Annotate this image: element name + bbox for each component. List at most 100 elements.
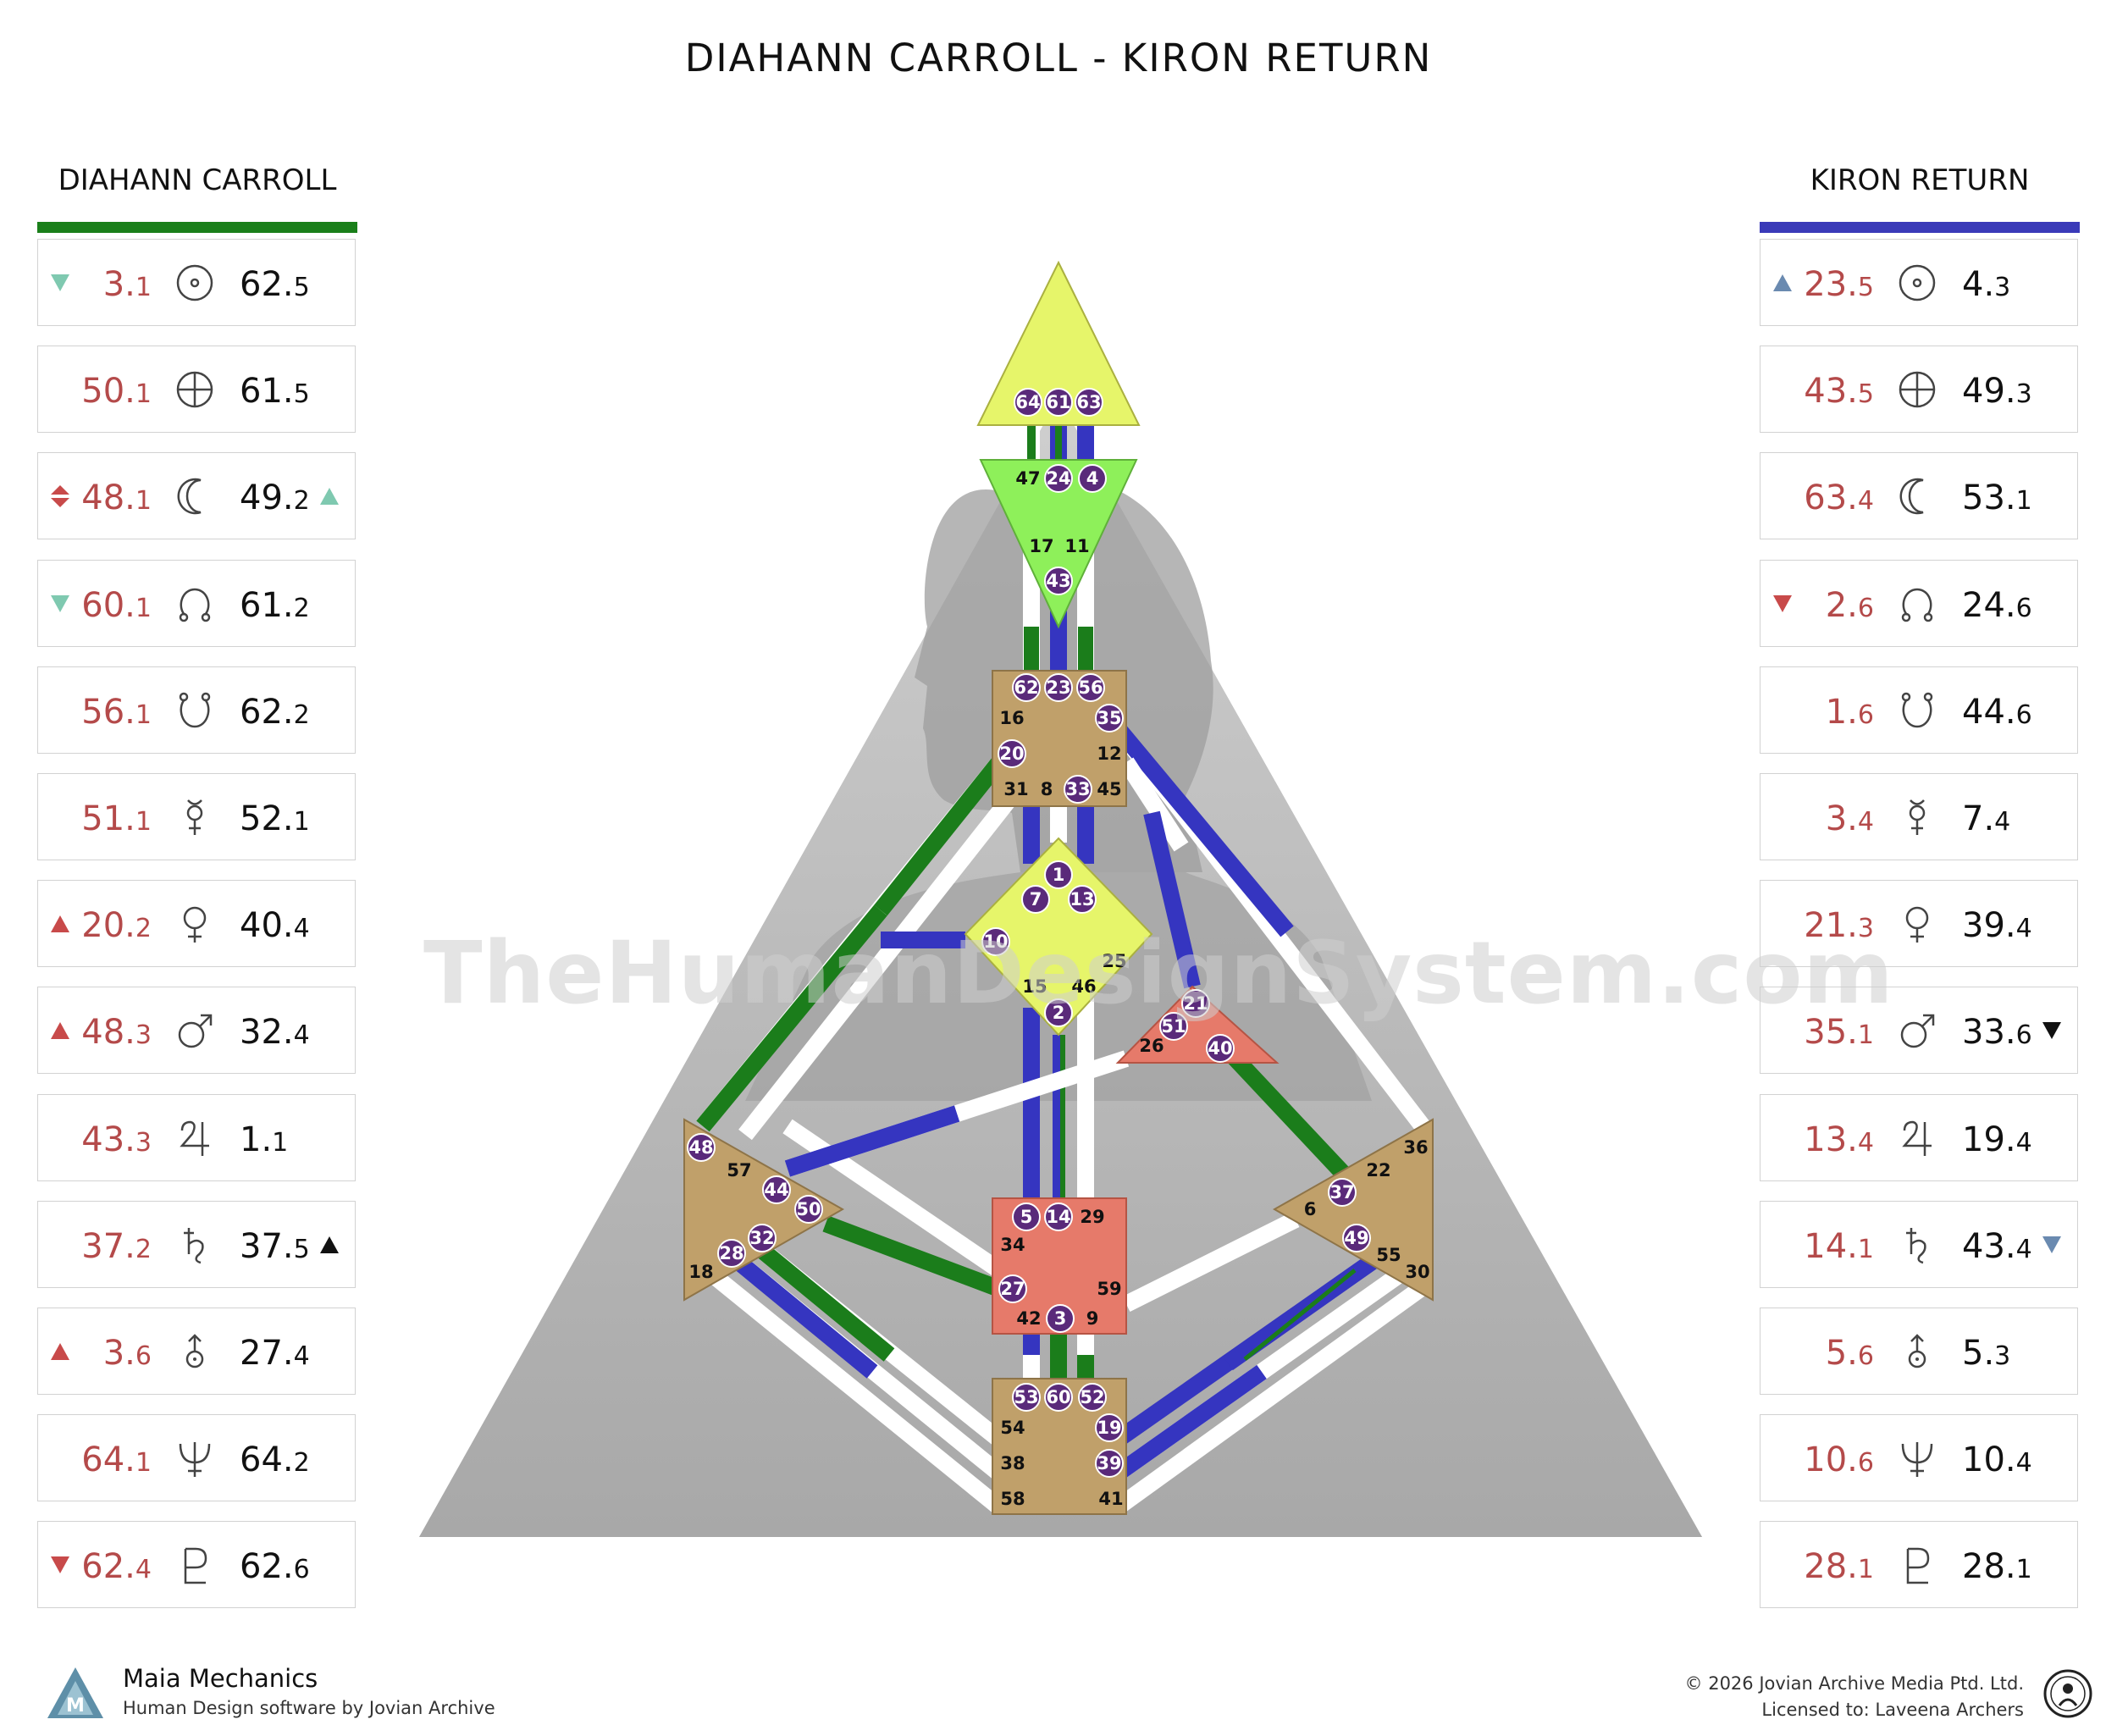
- venus-icon: [183, 906, 207, 943]
- design-activation: 56.1: [81, 693, 152, 732]
- personality-activation: 39.4: [1962, 906, 2032, 945]
- gate-61-label: 61: [1046, 392, 1070, 412]
- footer-brand: Maia Mechanics: [123, 1664, 318, 1693]
- gate-8-label: 8: [1041, 779, 1053, 799]
- gate-27-marker: [998, 1274, 1027, 1303]
- personality-gate: 1.: [240, 1120, 273, 1159]
- design-activation: 62.4: [81, 1547, 152, 1586]
- personality-activation: 52.1: [240, 799, 310, 838]
- gate-63-label: 63: [1076, 392, 1101, 412]
- gate-17-label: 17: [1029, 536, 1053, 556]
- updown-red-arrow-icon: [51, 485, 69, 508]
- design-gate: 60.: [81, 585, 135, 625]
- design-line: 6: [1857, 699, 1874, 730]
- gate-5-marker: [1012, 1202, 1041, 1231]
- design-gate: 1.: [1825, 692, 1858, 732]
- design-gate: 64.: [81, 1440, 135, 1480]
- channel-segment: [1119, 757, 1189, 852]
- gate-48-label: 48: [688, 1137, 713, 1158]
- gate-44-marker: [762, 1175, 791, 1204]
- gate-14-marker: [1044, 1202, 1073, 1231]
- design-line: 6: [1857, 1448, 1874, 1479]
- moon-icon: [177, 478, 202, 515]
- gate-23-label: 23: [1046, 677, 1070, 698]
- gate-26-label: 26: [1139, 1036, 1164, 1056]
- design-line: 3: [135, 1127, 152, 1158]
- gate-33-label: 33: [1065, 779, 1090, 799]
- personality-line: 6: [2015, 699, 2032, 730]
- design-gate: 43.: [81, 1120, 135, 1159]
- gate-49-label: 49: [1344, 1228, 1368, 1248]
- footer-license: Licensed to: Laveena Archers: [1761, 1700, 2024, 1720]
- north-node-icon: [1901, 588, 1933, 622]
- gate-62-label: 62: [1014, 677, 1038, 698]
- design-gate: 48.: [81, 1013, 135, 1053]
- design-line: 1: [1857, 1234, 1874, 1264]
- design-activation: 14.1: [1804, 1227, 1874, 1266]
- gate-30-label: 30: [1405, 1262, 1429, 1282]
- gate-51-marker: [1159, 1012, 1188, 1041]
- down-red-arrow-icon: [1773, 594, 1792, 612]
- gate-63-marker: [1075, 388, 1103, 417]
- channel-lines: [696, 425, 1429, 1515]
- channel-segment: [1143, 810, 1201, 989]
- design-activation: 3.4: [1826, 799, 1874, 838]
- neptune-icon: [1901, 1442, 1933, 1478]
- personality-activation: 62.2: [240, 693, 310, 732]
- design-gate: 48.: [81, 478, 135, 518]
- personality-activation: 32.4: [240, 1013, 310, 1052]
- pluto-icon: [1906, 1548, 1930, 1584]
- gate-58-label: 58: [1000, 1489, 1025, 1509]
- design-activation: 3.6: [103, 1334, 152, 1373]
- left-column-header: DIAHANN CARROLL: [58, 163, 337, 197]
- design-activation: 21.3: [1804, 906, 1874, 945]
- gate-10-marker: [981, 927, 1010, 956]
- gate-25-label: 25: [1102, 951, 1126, 971]
- gate-18-label: 18: [688, 1262, 713, 1282]
- down-slate-arrow-icon: [2042, 1236, 2061, 1253]
- personality-activation: 33.6: [1962, 1013, 2032, 1052]
- design-activation: 13.4: [1804, 1120, 1874, 1159]
- design-activation: 63.4: [1804, 478, 1874, 517]
- design-gate: 51.: [81, 799, 135, 838]
- gate-21-marker: [1181, 989, 1210, 1018]
- ego-center: [1115, 985, 1280, 1064]
- personality-activation: 61.5: [240, 372, 310, 411]
- personality-line: 6: [293, 1555, 310, 1585]
- gate-56-marker: [1076, 673, 1105, 702]
- channel-segment: [1213, 1036, 1357, 1187]
- gate-39-label: 39: [1097, 1453, 1121, 1473]
- gate-35-label: 35: [1097, 708, 1121, 728]
- personality-line: 1: [2015, 1555, 2032, 1585]
- gate-47-label: 47: [1015, 468, 1040, 489]
- channel-segment: [874, 756, 1006, 916]
- personality-activation: 37.5: [240, 1227, 310, 1266]
- personality-gate: 7.: [1962, 799, 1995, 838]
- design-line: 1: [135, 1448, 152, 1479]
- design-line: 5: [1857, 273, 1874, 302]
- mars-icon: [1900, 1015, 1935, 1048]
- design-activation: 35.1: [1804, 1013, 1874, 1052]
- gate-55-label: 55: [1376, 1245, 1401, 1265]
- gate-41-label: 41: [1098, 1489, 1123, 1509]
- south-node-icon: [179, 692, 211, 728]
- personality-gate: 49.: [1962, 372, 2016, 412]
- gate-23-marker: [1044, 673, 1073, 702]
- gate-61-marker: [1044, 388, 1073, 417]
- personality-activation: 62.6: [240, 1547, 310, 1586]
- personality-line: 6: [2015, 1020, 2032, 1051]
- design-activation: 64.1: [81, 1440, 152, 1479]
- design-line: 1: [135, 273, 152, 302]
- solar-plexus-center: [1272, 1118, 1434, 1302]
- gate-60-label: 60: [1046, 1387, 1070, 1407]
- maia-logo-icon: M: [47, 1667, 103, 1718]
- design-gate: 37.: [81, 1226, 135, 1266]
- gate-6-label: 6: [1304, 1199, 1317, 1219]
- gate-1-marker: [1044, 860, 1073, 889]
- personality-gate: 4.: [1962, 265, 1995, 304]
- design-line: 4: [1857, 807, 1874, 837]
